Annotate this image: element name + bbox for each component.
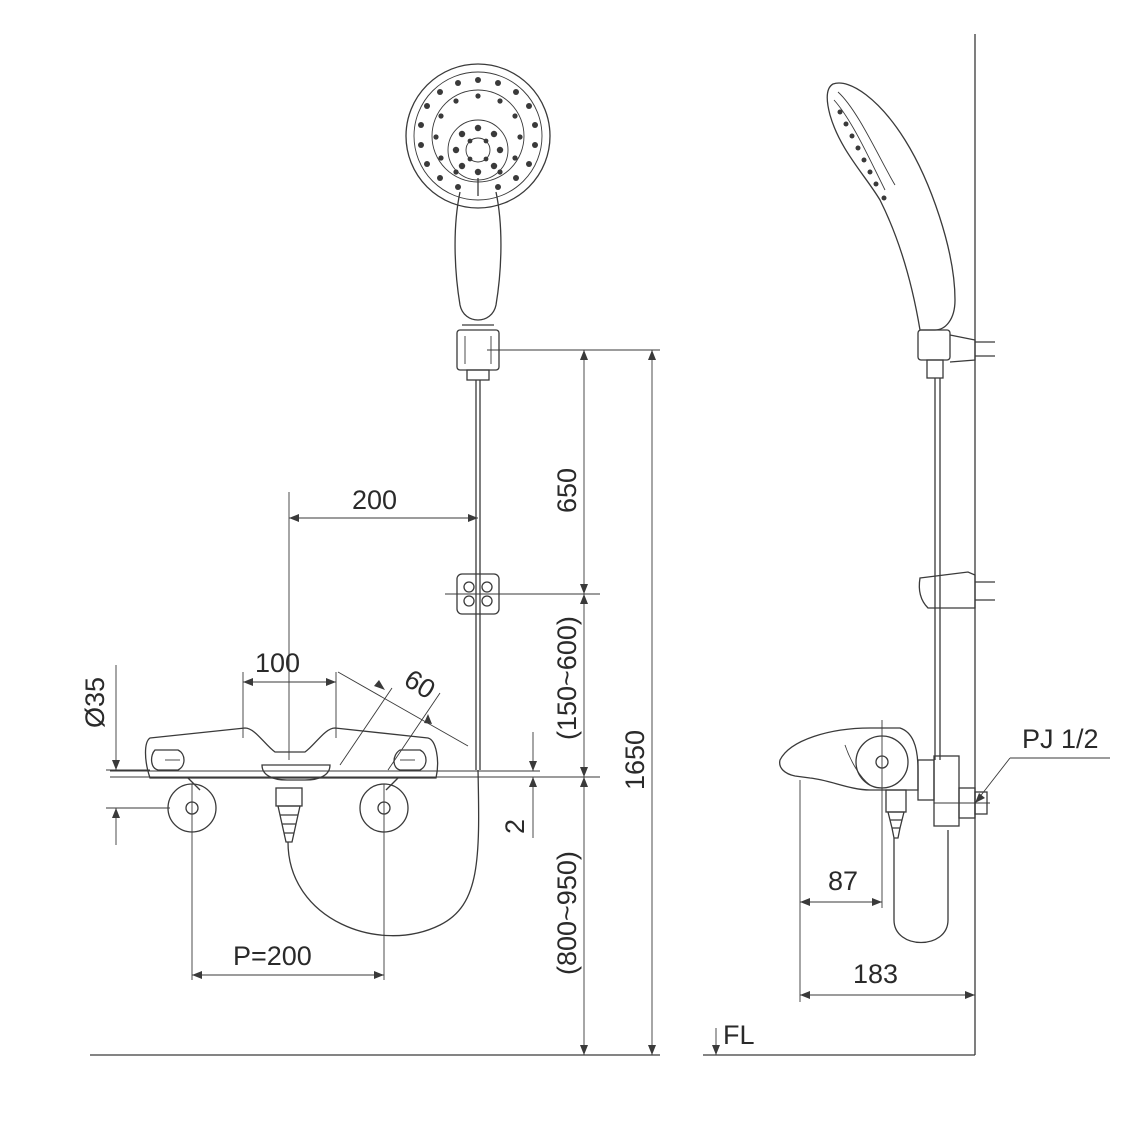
dim-2: 2 (500, 819, 530, 834)
dim-60: 60 (399, 664, 440, 705)
dim-1650: 1650 (620, 730, 650, 790)
dim-800-950: (800~950) (552, 851, 582, 975)
front-shower-head (405, 63, 551, 770)
dim-100: 100 (255, 648, 300, 678)
floor-level-label: FL (723, 1020, 755, 1050)
side-dimensions (712, 757, 1110, 1055)
pipe-size-label: PJ 1/2 (1022, 724, 1099, 754)
dim-183: 183 (853, 959, 898, 989)
front-mixer-body (110, 727, 540, 980)
side-mixer (779, 720, 990, 943)
dim-pitch-200: P=200 (233, 941, 312, 971)
dim-87: 87 (828, 866, 858, 896)
dim-d35: Ø35 (80, 677, 110, 728)
dim-650: 650 (552, 468, 582, 513)
dim-200-top: 200 (352, 485, 397, 515)
side-shower-head (826, 82, 995, 760)
dim-150-600: (150~600) (552, 616, 582, 740)
front-dimensions (106, 349, 660, 1055)
floor-lines (90, 34, 976, 1056)
side-slide-bracket (918, 571, 995, 609)
